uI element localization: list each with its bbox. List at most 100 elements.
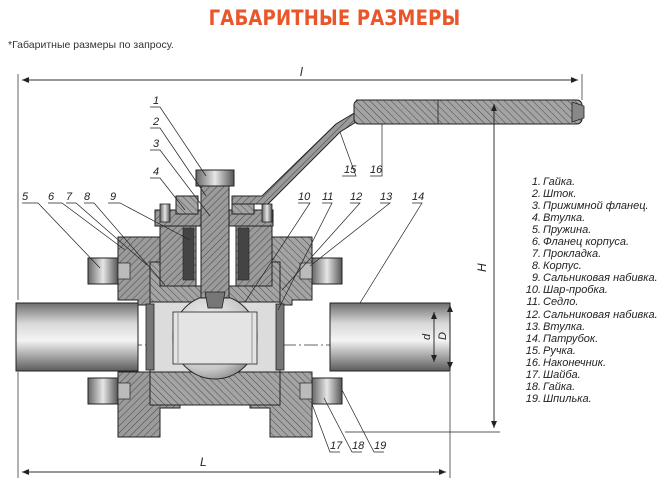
callout-18: 18: [352, 440, 365, 452]
callout-9: 9: [110, 191, 116, 203]
legend-text: Втулка.: [543, 212, 586, 225]
page-title: ГАБАРИТНЫЕ РАЗМЕРЫ: [208, 6, 461, 30]
legend-text: Корпус.: [543, 260, 582, 273]
handle: [231, 99, 585, 205]
legend-text: Патрубок.: [543, 332, 599, 345]
legend-item: 9.Сальниковая набивка.: [521, 272, 658, 284]
legend-item: 3.Прижимной фланец.: [521, 200, 658, 212]
legend-text: Сальниковая набивка.: [543, 308, 658, 321]
gland-assembly: [154, 195, 274, 287]
callout-16: 16: [370, 164, 383, 176]
callout-4: 4: [153, 166, 159, 178]
legend-number: 17.: [525, 368, 541, 381]
ball-plug: [172, 294, 258, 380]
legend-text: Шток.: [543, 188, 577, 201]
dimension-top-l: [17, 74, 583, 300]
legend-text: Фланец корпуса.: [543, 236, 629, 249]
legend-number: 12.: [525, 308, 541, 321]
legend-text: Втулка.: [543, 320, 586, 333]
legend-item: 4.Втулка.: [521, 212, 658, 224]
legend-text: Пружина.: [543, 224, 592, 237]
legend-item: 8.Корпус.: [521, 260, 658, 272]
legend-text: Седло.: [543, 296, 579, 309]
legend-item: 12.Сальниковая набивка.: [521, 309, 658, 321]
dim-H-label: H: [475, 263, 489, 272]
callout-19: 19: [374, 440, 386, 452]
dim-L-label: L: [200, 455, 207, 469]
legend-item: 19.Шпилька.: [521, 393, 658, 405]
legend-number: 16.: [525, 356, 541, 369]
legend-number: 10.: [525, 284, 541, 297]
callout-17: 17: [330, 440, 343, 452]
legend-number: 13.: [525, 320, 541, 333]
legend-text: Прижимной фланец.: [543, 200, 649, 213]
bolt-bottom-left: [87, 377, 131, 405]
legend-number: 8.: [531, 260, 541, 273]
legend-number: 14.: [525, 332, 541, 345]
dim-d-label: d: [421, 333, 433, 340]
callout-13: 13: [380, 191, 393, 203]
legend-text: Гайка.: [543, 380, 576, 393]
dim-l-label: l: [300, 65, 303, 79]
legend-item: 16.Наконечник.: [521, 357, 658, 369]
legend-text: Прокладка.: [543, 248, 602, 261]
dimension-bottom-L: [17, 372, 451, 478]
legend-item: 13.Втулка.: [521, 321, 658, 333]
legend-item: 18.Гайка.: [521, 381, 658, 393]
callout-11: 11: [322, 191, 333, 203]
bolt-bottom-right: [299, 377, 343, 405]
legend-item: 7.Прокладка.: [521, 248, 658, 260]
legend-number: 9.: [531, 272, 541, 285]
legend-item: 6.Фланец корпуса.: [521, 236, 658, 248]
legend-number: 18.: [525, 380, 541, 393]
legend-text: Сальниковая набивка.: [543, 272, 658, 285]
bolt-top-left: [87, 257, 131, 285]
legend-item: 15.Ручка.: [521, 345, 658, 357]
stem: [195, 169, 235, 309]
legend-number: 4.: [531, 212, 541, 225]
legend-item: 14.Патрубок.: [521, 333, 658, 345]
legend-number: 3.: [531, 200, 541, 213]
legend-item: 5.Пружина.: [521, 224, 658, 236]
dimension-diameters: [431, 305, 453, 369]
legend-item: 17.Шайба.: [521, 369, 658, 381]
legend-number: 6.: [531, 236, 541, 249]
legend-text: Гайка.: [543, 176, 576, 188]
legend-number: 2.: [531, 188, 541, 201]
callout-8: 8: [84, 191, 91, 203]
callout-leaders: [22, 106, 423, 453]
legend-item: 10.Шар-пробка.: [521, 284, 658, 296]
callout-14: 14: [412, 191, 424, 203]
callout-10: 10: [298, 191, 311, 203]
note-text: *Габаритные размеры по запросу.: [8, 39, 174, 51]
legend-item: 1.Гайка.: [521, 176, 658, 188]
legend-text: Шпилька.: [543, 392, 592, 405]
legend-item: 11.Седло.: [521, 296, 658, 308]
callout-5: 5: [22, 191, 29, 203]
callout-7: 7: [66, 191, 73, 203]
seat-right: [275, 303, 285, 371]
legend-text: Ручка.: [543, 344, 576, 357]
pipe-left: [15, 302, 139, 372]
dimension-height-H: [345, 99, 500, 433]
callout-numbers: 1 2 3 4 5 6 7 8 9 10 11 12 13 14 15 16 1…: [22, 95, 424, 452]
legend-item: 2.Шток.: [521, 188, 658, 200]
legend-text: Шайба.: [543, 368, 581, 381]
parts-legend: 1.Гайка.2.Шток.3.Прижимной фланец.4.Втул…: [521, 176, 658, 405]
legend-number: 19.: [525, 392, 541, 405]
legend-number: 7.: [531, 248, 541, 261]
callout-15: 15: [344, 164, 357, 176]
callout-6: 6: [48, 191, 55, 203]
callout-2: 2: [152, 116, 159, 128]
legend-number: 15.: [525, 344, 541, 357]
callout-1: 1: [153, 95, 159, 107]
callout-12: 12: [350, 191, 362, 203]
dim-D-label: D: [437, 332, 449, 340]
legend-number: 11.: [526, 296, 541, 309]
legend-number: 5.: [531, 224, 541, 237]
bolt-top-right: [299, 257, 343, 285]
callout-3: 3: [153, 138, 160, 150]
seat-left: [145, 303, 155, 371]
legend-text: Наконечник.: [543, 356, 607, 369]
